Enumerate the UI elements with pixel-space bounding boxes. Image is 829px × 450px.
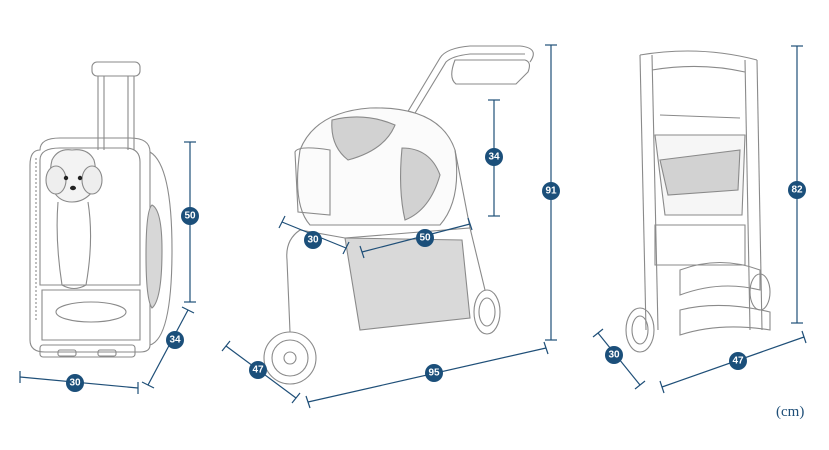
stroller-side-drawing [263, 45, 534, 385]
stroller-tray [451, 59, 531, 85]
dimension-badge: 34 [166, 331, 184, 349]
folded-seat-mesh [659, 149, 741, 196]
dimension-badge: 30 [605, 346, 623, 364]
svg-text:30: 30 [69, 378, 81, 389]
svg-text:50: 50 [419, 233, 431, 244]
front-wheel [263, 331, 317, 385]
svg-text:47: 47 [732, 356, 744, 367]
carrier-body [29, 137, 151, 353]
svg-text:50: 50 [184, 211, 196, 222]
folded-front-wheel [625, 307, 655, 353]
dimension-badge: 34 [485, 148, 503, 166]
dimension-badge: 50 [416, 229, 434, 247]
dog-illustration [45, 149, 103, 290]
dimension-badges: 50 30 34 34 91 30 50 47 95 82 30 47 [66, 148, 806, 392]
svg-text:91: 91 [545, 186, 557, 197]
side-mesh-panel [145, 204, 163, 309]
dimension-badge: 47 [729, 352, 747, 370]
dimension-badge: 82 [788, 181, 806, 199]
stroller-push-handle [403, 45, 534, 119]
folded-rear-wheel [749, 273, 771, 311]
carrier-backpack-drawing [29, 61, 173, 358]
unit-label: (cm) [776, 404, 805, 420]
pod-side-mesh [400, 147, 441, 221]
front-pocket [41, 289, 141, 341]
stroller-folded-drawing [625, 50, 771, 353]
svg-text:82: 82 [791, 185, 803, 196]
svg-text:47: 47 [252, 365, 264, 376]
dimension-badge: 95 [425, 364, 443, 382]
svg-text:95: 95 [428, 368, 440, 379]
svg-text:30: 30 [608, 350, 620, 361]
dimension-badge: 30 [304, 231, 322, 249]
dimension-badge: 47 [249, 361, 267, 379]
dimension-badge: 50 [181, 207, 199, 225]
svg-text:34: 34 [169, 335, 181, 346]
pod-front-mesh [331, 116, 396, 161]
svg-text:34: 34 [488, 152, 500, 163]
rear-wheel [473, 289, 501, 335]
dimension-badge: 30 [66, 374, 84, 392]
dimension-badge: 91 [542, 182, 560, 200]
svg-text:30: 30 [307, 235, 319, 246]
telescopic-handle [91, 61, 141, 77]
dimension-lines [19, 44, 807, 409]
